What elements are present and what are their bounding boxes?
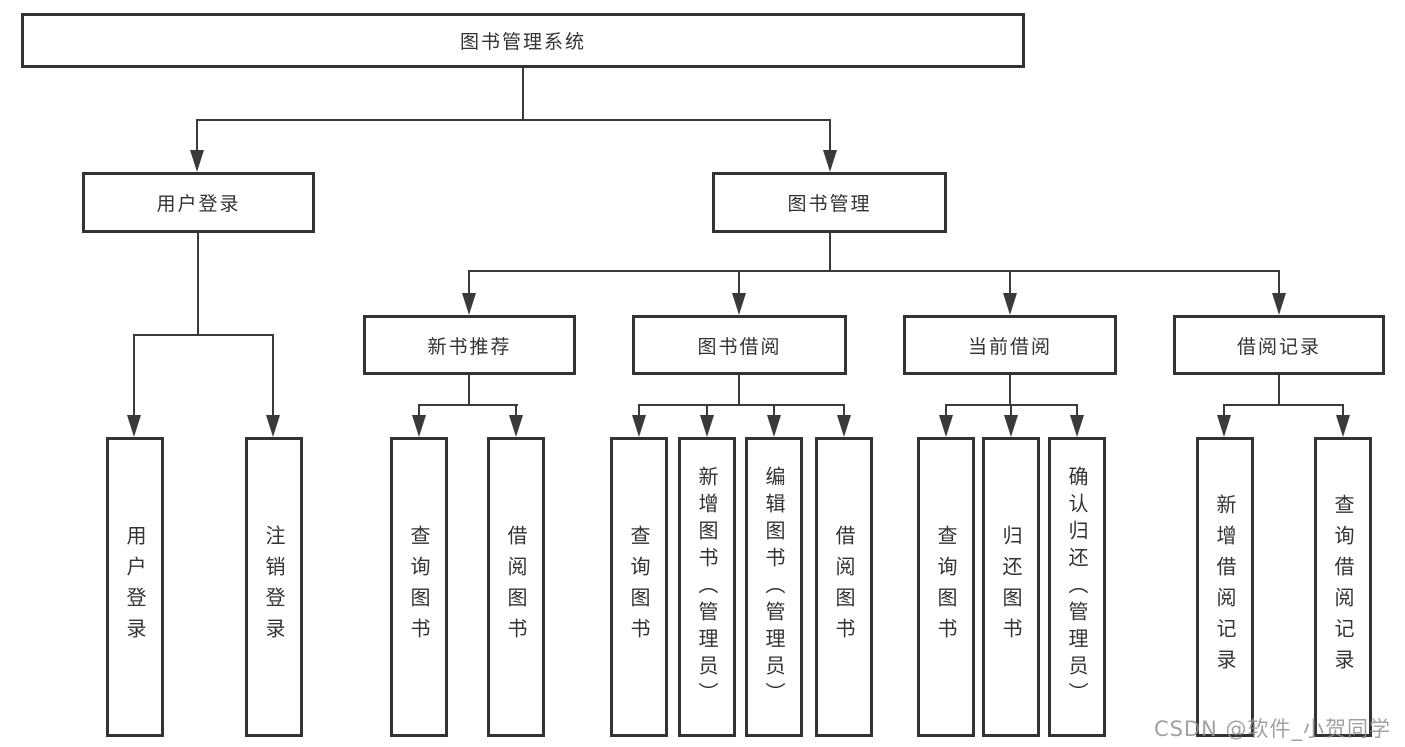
connector-line [1223,404,1344,406]
arrow-down-icon [939,415,953,437]
arrow-down-icon [412,415,426,437]
leaf-query-books-2-label: 查询图书 [627,525,651,649]
connector-line [133,334,274,336]
connector-line [522,66,524,121]
connector-line [468,373,470,406]
leaf-confirm-return-admin-label: 确认归还（管理员） [1065,465,1089,709]
arrow-down-icon [1003,293,1017,315]
connector-line [1342,404,1344,418]
leaf-logout: 注销登录 [245,437,303,737]
arrow-down-icon [767,415,781,437]
connector-line [1076,404,1078,418]
arrow-down-icon [462,293,476,315]
node-user-login: 用户登录 [82,172,315,233]
leaf-query-borrow-record: 查询借阅记录 [1314,437,1372,737]
leaf-user-login: 用户登录 [106,437,164,737]
node-new-book-recommend-label: 新书推荐 [427,335,512,358]
node-borrow-records: 借阅记录 [1173,315,1385,375]
arrow-down-icon [266,415,280,437]
leaf-borrow-books-2: 借阅图书 [815,437,873,737]
leaf-add-books-admin-label: 新增图书（管理员） [695,465,719,709]
connector-line [1278,270,1280,296]
node-book-management: 图书管理 [712,172,947,233]
arrow-down-icon [1217,415,1231,437]
connector-line [197,119,831,121]
arrow-down-icon [700,415,714,437]
leaf-query-books-2: 查询图书 [610,437,668,737]
connector-line [843,404,845,418]
arrow-down-icon [732,293,746,315]
connector-line [773,404,775,418]
connector-line [468,270,1280,272]
arrow-down-icon [1004,415,1018,437]
arrow-down-icon [837,415,851,437]
node-new-book-recommend: 新书推荐 [363,315,576,375]
arrow-down-icon [1272,293,1286,315]
connector-line [706,404,708,418]
connector-line [197,231,199,336]
leaf-borrow-books-1-label: 借阅图书 [504,525,528,649]
leaf-query-books-1: 查询图书 [390,437,448,737]
leaf-query-books-3: 查询图书 [917,437,975,737]
leaf-borrow-books-2-label: 借阅图书 [832,525,856,649]
connector-line [738,270,740,296]
leaf-user-login-label: 用户登录 [123,525,147,649]
connector-line [738,373,740,406]
connector-line [829,119,831,153]
arrow-down-icon [127,415,141,437]
node-current-borrow: 当前借阅 [903,315,1117,375]
arrow-down-icon [1336,415,1350,437]
leaf-add-books-admin: 新增图书（管理员） [678,437,736,737]
connector-line [418,404,518,406]
connector-line [638,404,640,418]
connector-line [829,231,831,272]
node-user-login-label: 用户登录 [156,193,241,215]
node-current-borrow-label: 当前借阅 [967,335,1052,358]
node-book-borrow: 图书借阅 [632,315,847,375]
arrow-down-icon [1070,415,1084,437]
leaf-add-borrow-record: 新增借阅记录 [1196,437,1254,737]
leaf-confirm-return-admin: 确认归还（管理员） [1048,437,1106,737]
connector-line [638,404,845,406]
leaf-edit-books-admin-label: 编辑图书（管理员） [762,465,786,709]
node-book-borrow-label: 图书借阅 [697,335,782,358]
leaf-return-books: 归还图书 [982,437,1040,737]
arrow-down-icon [632,415,646,437]
arrow-down-icon [823,150,837,172]
leaf-edit-books-admin: 编辑图书（管理员） [745,437,803,737]
arrow-down-icon [509,415,523,437]
connector-line [196,119,198,153]
connector-line [1278,373,1280,406]
connector-line [515,404,517,418]
leaf-return-books-label: 归还图书 [999,525,1023,649]
node-root-label: 图书管理系统 [459,31,586,53]
leaf-logout-label: 注销登录 [262,525,286,649]
node-book-management-label: 图书管理 [787,193,872,215]
connector-line [1010,404,1012,418]
connector-line [1223,404,1225,418]
connector-line [1009,270,1011,296]
leaf-query-books-1-label: 查询图书 [407,525,431,649]
leaf-query-books-3-label: 查询图书 [934,525,958,649]
leaf-query-borrow-record-label: 查询借阅记录 [1331,494,1355,680]
connector-line [272,334,274,417]
arrow-down-icon [190,150,204,172]
connector-line [945,404,947,418]
connector-line [1009,373,1011,406]
watermark: CSDN @软件_小贺同学 [1153,717,1391,741]
connector-line [468,270,470,296]
connector-line [133,334,135,417]
leaf-borrow-books-1: 借阅图书 [487,437,545,737]
leaf-add-borrow-record-label: 新增借阅记录 [1213,494,1237,680]
node-borrow-records-label: 借阅记录 [1236,335,1321,358]
connector-line [418,404,420,418]
node-root: 图书管理系统 [21,13,1025,68]
